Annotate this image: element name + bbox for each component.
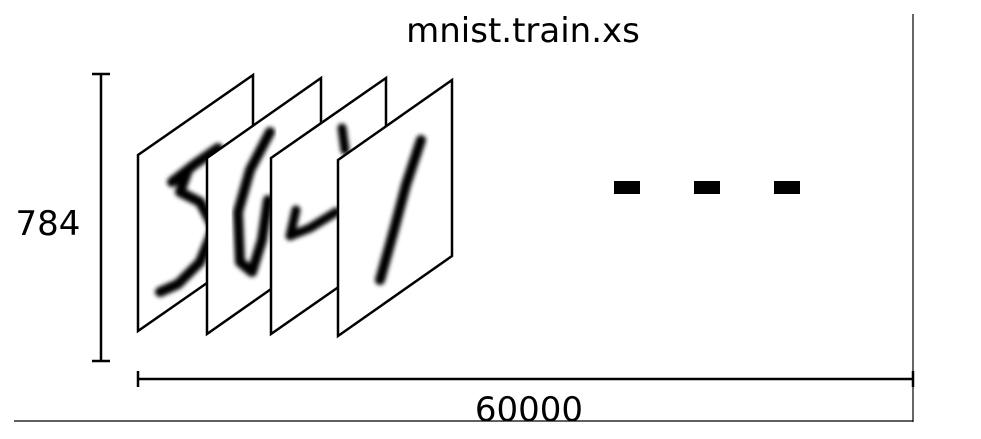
height-label: 784 [16, 204, 81, 244]
ellipsis-dashes [614, 181, 800, 194]
height-dimension-bracket [92, 72, 110, 363]
image-card-digit-1 [336, 77, 454, 339]
width-label: 60000 [475, 390, 583, 430]
width-dimension-bracket [136, 371, 915, 387]
diagram-title: mnist.train.xs [406, 11, 640, 51]
